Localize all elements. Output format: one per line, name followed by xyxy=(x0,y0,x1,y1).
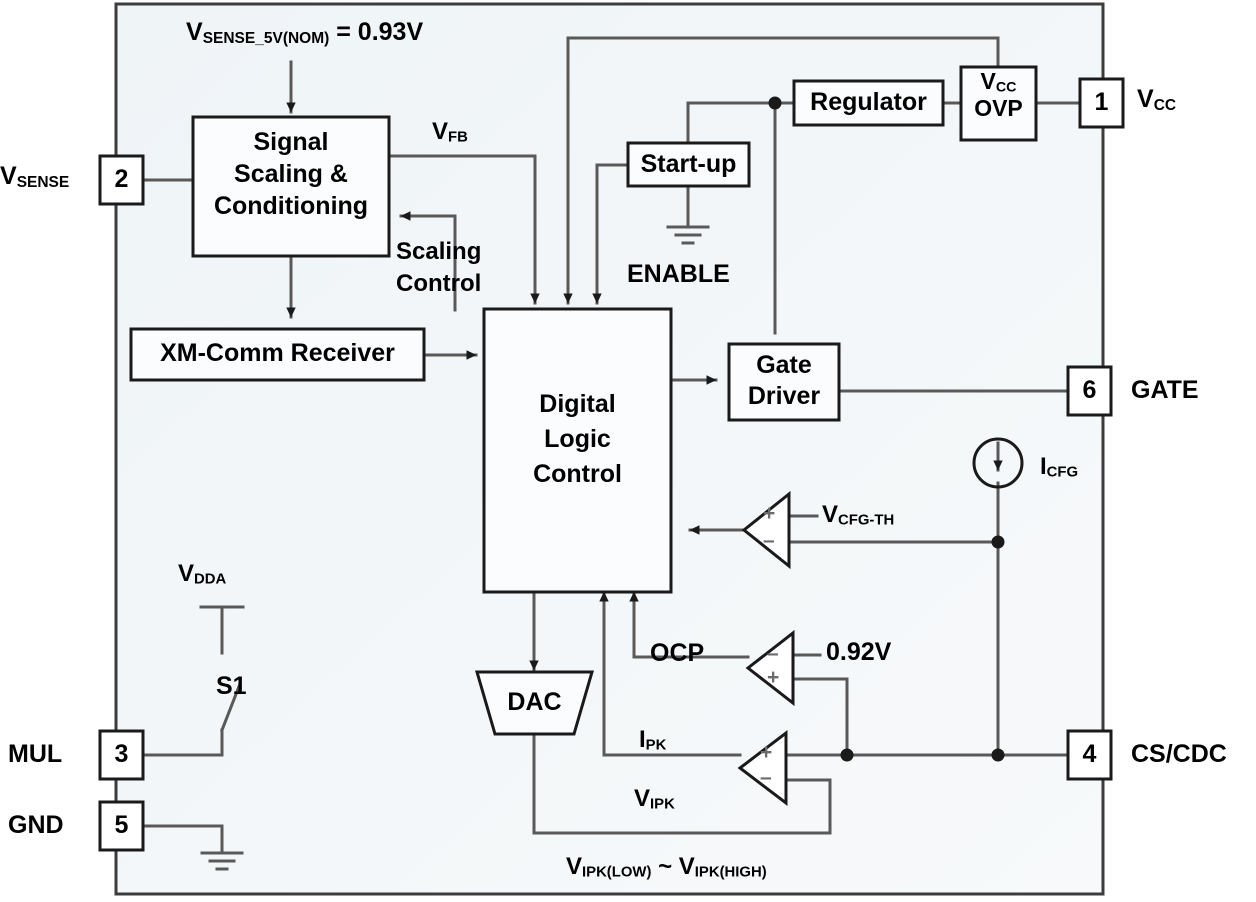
wire-vcc-to-logic xyxy=(563,36,1000,305)
xm-comm-block-label: XM-Comm Receiver xyxy=(160,339,395,367)
ipk-label: IPK xyxy=(639,726,667,754)
wire-pin3-to-s1 xyxy=(141,728,224,757)
signal-scaling-line3: Conditioning xyxy=(213,192,369,220)
scaling-control-line2: Control xyxy=(396,270,482,297)
ipk-comparator-plus: + xyxy=(760,741,773,764)
xm-comm-box xyxy=(129,327,426,382)
vcc-ovp-line1: VCC xyxy=(980,68,1017,96)
ground-symbols xyxy=(200,225,710,871)
vcfg-th-label: VCFG-TH xyxy=(822,501,895,529)
regulator-block-label: Regulator xyxy=(810,88,927,116)
block-boxes xyxy=(129,65,1038,736)
pin-label-gate: GATE xyxy=(1131,376,1199,404)
vcfg-comparator-plus: + xyxy=(763,502,776,525)
pin-box-5 xyxy=(98,800,145,852)
vdda-label: VDDA xyxy=(178,560,227,588)
digital-logic-line3: Control xyxy=(533,460,622,488)
ocp-comparator-plus: + xyxy=(767,666,780,689)
vcfg-comparator-shape xyxy=(741,490,791,570)
startup-box xyxy=(626,141,751,188)
comparator-shapes xyxy=(737,490,795,807)
switch-s1-label: S1 xyxy=(216,672,247,700)
pin-number-2: 2 xyxy=(114,165,129,193)
gate-driver-line1: Gate xyxy=(756,351,812,379)
scaling-control-line1: Scaling xyxy=(396,238,482,265)
vcc-ovp-block-label: VCC OVP xyxy=(961,70,1036,120)
digital-logic-box xyxy=(482,307,673,594)
pin-box-1 xyxy=(1078,77,1125,129)
pin-number-1: 1 xyxy=(1094,88,1109,116)
wire-startup-to-node xyxy=(686,101,777,145)
icfg-current-source xyxy=(972,437,1024,489)
junction-cs-cfg-lower xyxy=(991,748,1005,762)
pin-label-mul: MUL xyxy=(8,740,63,768)
vipk-label: VIPK xyxy=(634,785,675,813)
ipk-comparator-minus: – xyxy=(760,766,772,789)
pin-boxes xyxy=(98,77,1125,852)
junction-regulator-node xyxy=(768,96,782,110)
ocp-threshold-label: 0.92V xyxy=(826,638,892,666)
enable-label: ENABLE xyxy=(627,260,730,288)
ocp-comparator-shape xyxy=(745,629,795,707)
vcc-ovp-box xyxy=(959,65,1038,142)
switch-s1-blade xyxy=(220,682,242,732)
wire-vfb xyxy=(387,154,540,305)
pin-label-vcc: VCC xyxy=(1137,85,1177,114)
ocp-label: OCP xyxy=(650,639,705,667)
wire-group xyxy=(141,36,1082,855)
digital-logic-line1: Digital xyxy=(539,390,616,418)
wire-ocp-to-logic xyxy=(629,590,750,659)
signal-scaling-box xyxy=(191,115,391,258)
vsense-nom-annotation: VSENSE_5V(NOM) = 0.93V xyxy=(186,18,424,47)
wire-pin5-to-ground xyxy=(141,824,224,855)
gate-driver-box xyxy=(727,342,841,422)
wire-ipk-to-logic xyxy=(599,590,742,757)
digital-logic-line2: Logic xyxy=(544,425,611,453)
signal-scaling-block-label: Signal Scaling & Conditioning xyxy=(193,130,389,219)
pin-number-6: 6 xyxy=(1082,376,1097,404)
gate-driver-line2: Driver xyxy=(747,382,821,410)
signal-scaling-line2: Scaling & xyxy=(234,160,348,188)
gate-driver-block-label: Gate Driver xyxy=(729,353,839,409)
icfg-label: ICFG xyxy=(1040,453,1079,481)
wire-enable-to-logic xyxy=(592,163,630,305)
pin-label-vsense: VSENSE xyxy=(0,162,70,191)
vfb-label: VFB xyxy=(432,118,468,146)
wire-ipk-minus-to-vipk xyxy=(532,705,832,835)
pin-number-4: 4 xyxy=(1082,740,1097,768)
dac-shape xyxy=(475,670,594,736)
dac-block-label: DAC xyxy=(507,688,562,716)
pin-label-gnd: GND xyxy=(8,811,64,839)
digital-logic-block-label: Digital Logic Control xyxy=(484,392,671,487)
ipk-comparator-shape xyxy=(737,729,788,807)
junction-dots xyxy=(768,96,1005,762)
junction-cs-ocp xyxy=(840,748,854,762)
pin-number-5: 5 xyxy=(114,811,129,839)
pin-box-4 xyxy=(1066,729,1113,781)
wire-ocp-plus-to-csrail xyxy=(791,677,849,757)
wire-scaling-control xyxy=(399,211,457,312)
pin-number-3: 3 xyxy=(114,740,129,768)
junction-cs-cfg-upper xyxy=(991,535,1005,549)
regulator-box xyxy=(792,79,945,127)
ocp-comparator-minus: – xyxy=(767,642,779,665)
pin-box-3 xyxy=(98,729,145,781)
vcfg-comparator-minus: – xyxy=(763,529,775,552)
pin-label-cs-cdc: CS/CDC xyxy=(1131,740,1227,768)
startup-block-label: Start-up xyxy=(640,150,737,178)
scaling-control-label: Scaling Control xyxy=(396,240,481,296)
pin-box-2 xyxy=(98,154,145,206)
pin-box-6 xyxy=(1066,365,1113,417)
signal-scaling-line1: Signal xyxy=(253,128,329,156)
vcc-ovp-line2: OVP xyxy=(974,94,1023,121)
vipk-range-label: VIPK(LOW) ~ VIPK(HIGH) xyxy=(566,853,767,881)
